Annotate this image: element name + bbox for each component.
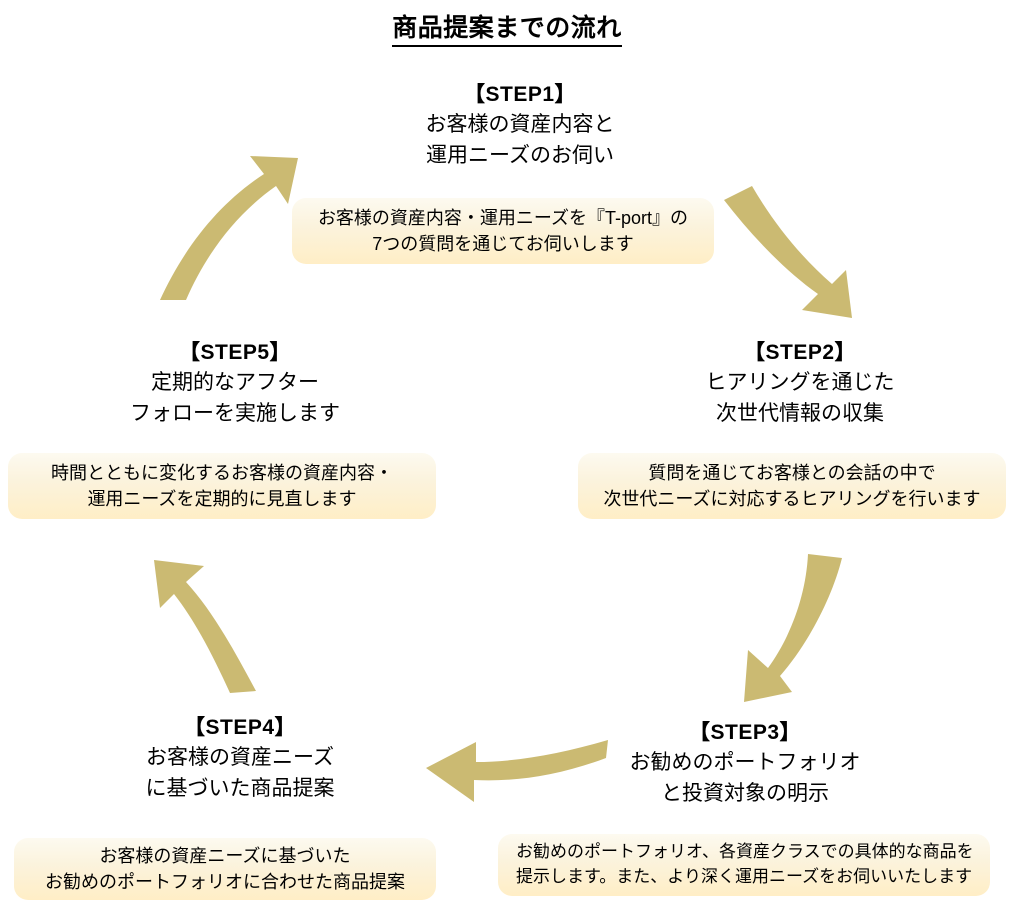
- step4-callout-line-2: お勧めのポートフォリオに合わせた商品提案: [45, 872, 405, 892]
- step5-line-1: 定期的なアフター: [151, 371, 319, 395]
- step3-line-2: と投資対象の明示: [661, 781, 829, 805]
- step5-line-2: フォローを実施します: [130, 401, 340, 425]
- step2-callout: 質問を通じてお客様との会話の中で 次世代ニーズに対応するヒアリングを行います: [578, 453, 1006, 519]
- step3-callout-line-1: お勧めのポートフォリオ、各資産クラスでの具体的な商品を: [516, 842, 974, 862]
- step3-label: 【STEP3】: [688, 721, 802, 744]
- step4-callout: お客様の資産ニーズに基づいた お勧めのポートフォリオに合わせた商品提案: [14, 838, 436, 900]
- step4-label: 【STEP4】: [183, 716, 297, 739]
- step4-heading: 【STEP4】 お客様の資産ニーズ に基づいた商品提案: [90, 713, 390, 804]
- arrow-step1-to-step2: [724, 186, 852, 318]
- step5-label: 【STEP5】: [178, 341, 292, 364]
- step1-heading: 【STEP1】 お客様の資産内容と 運用ニーズのお伺い: [370, 80, 670, 171]
- step3-callout-line-2: 提示します。また、より深く運用ニーズをお伺いいたします: [516, 867, 973, 886]
- step4-callout-line-1: お客様の資産ニーズに基づいた: [99, 845, 351, 866]
- arrow-step5-to-step1: [160, 156, 298, 300]
- step1-label: 【STEP1】: [463, 83, 577, 106]
- step2-label: 【STEP2】: [743, 341, 857, 364]
- step3-heading: 【STEP3】 お勧めのポートフォリオ と投資対象の明示: [595, 718, 895, 809]
- page-title-text: 商品提案までの流れ: [392, 14, 622, 47]
- arrow-step4-to-step5: [154, 560, 256, 693]
- step5-callout: 時間とともに変化するお客様の資産内容・ 運用ニーズを定期的に見直します: [8, 453, 436, 519]
- arrow-step2-to-step3: [744, 554, 842, 702]
- step2-line-2: 次世代情報の収集: [716, 401, 884, 425]
- step1-callout-line-1: お客様の資産内容・運用ニーズを『T-port』の: [317, 207, 689, 228]
- arrow-step3-to-step4: [426, 740, 608, 802]
- step5-callout-line-2: 運用ニーズを定期的に見直します: [87, 489, 357, 509]
- step3-line-1: お勧めのポートフォリオ: [629, 751, 861, 775]
- step5-callout-line-1: 時間とともに変化するお客様の資産内容・: [51, 462, 393, 483]
- step2-callout-line-2: 次世代ニーズに対応するヒアリングを行います: [603, 489, 981, 509]
- step1-callout-line-2: 7つの質問を通じてお伺いします: [372, 234, 634, 254]
- step1-line-2: 運用ニーズのお伺い: [426, 143, 614, 167]
- page-title: 商品提案までの流れ: [0, 14, 1014, 47]
- step5-heading: 【STEP5】 定期的なアフター フォローを実施します: [85, 338, 385, 429]
- step4-line-2: に基づいた商品提案: [145, 776, 335, 800]
- step1-callout: お客様の資産内容・運用ニーズを『T-port』の 7つの質問を通じてお伺いします: [292, 198, 714, 264]
- step4-line-1: お客様の資産ニーズ: [146, 746, 334, 770]
- step2-callout-line-1: 質問を通じてお客様との会話の中で: [648, 462, 936, 483]
- step3-callout: お勧めのポートフォリオ、各資産クラスでの具体的な商品を 提示します。また、より深…: [498, 834, 990, 896]
- step1-line-1: お客様の資産内容と: [425, 113, 615, 137]
- step2-line-1: ヒアリングを通じた: [705, 371, 895, 395]
- step2-heading: 【STEP2】 ヒアリングを通じた 次世代情報の収集: [650, 338, 950, 429]
